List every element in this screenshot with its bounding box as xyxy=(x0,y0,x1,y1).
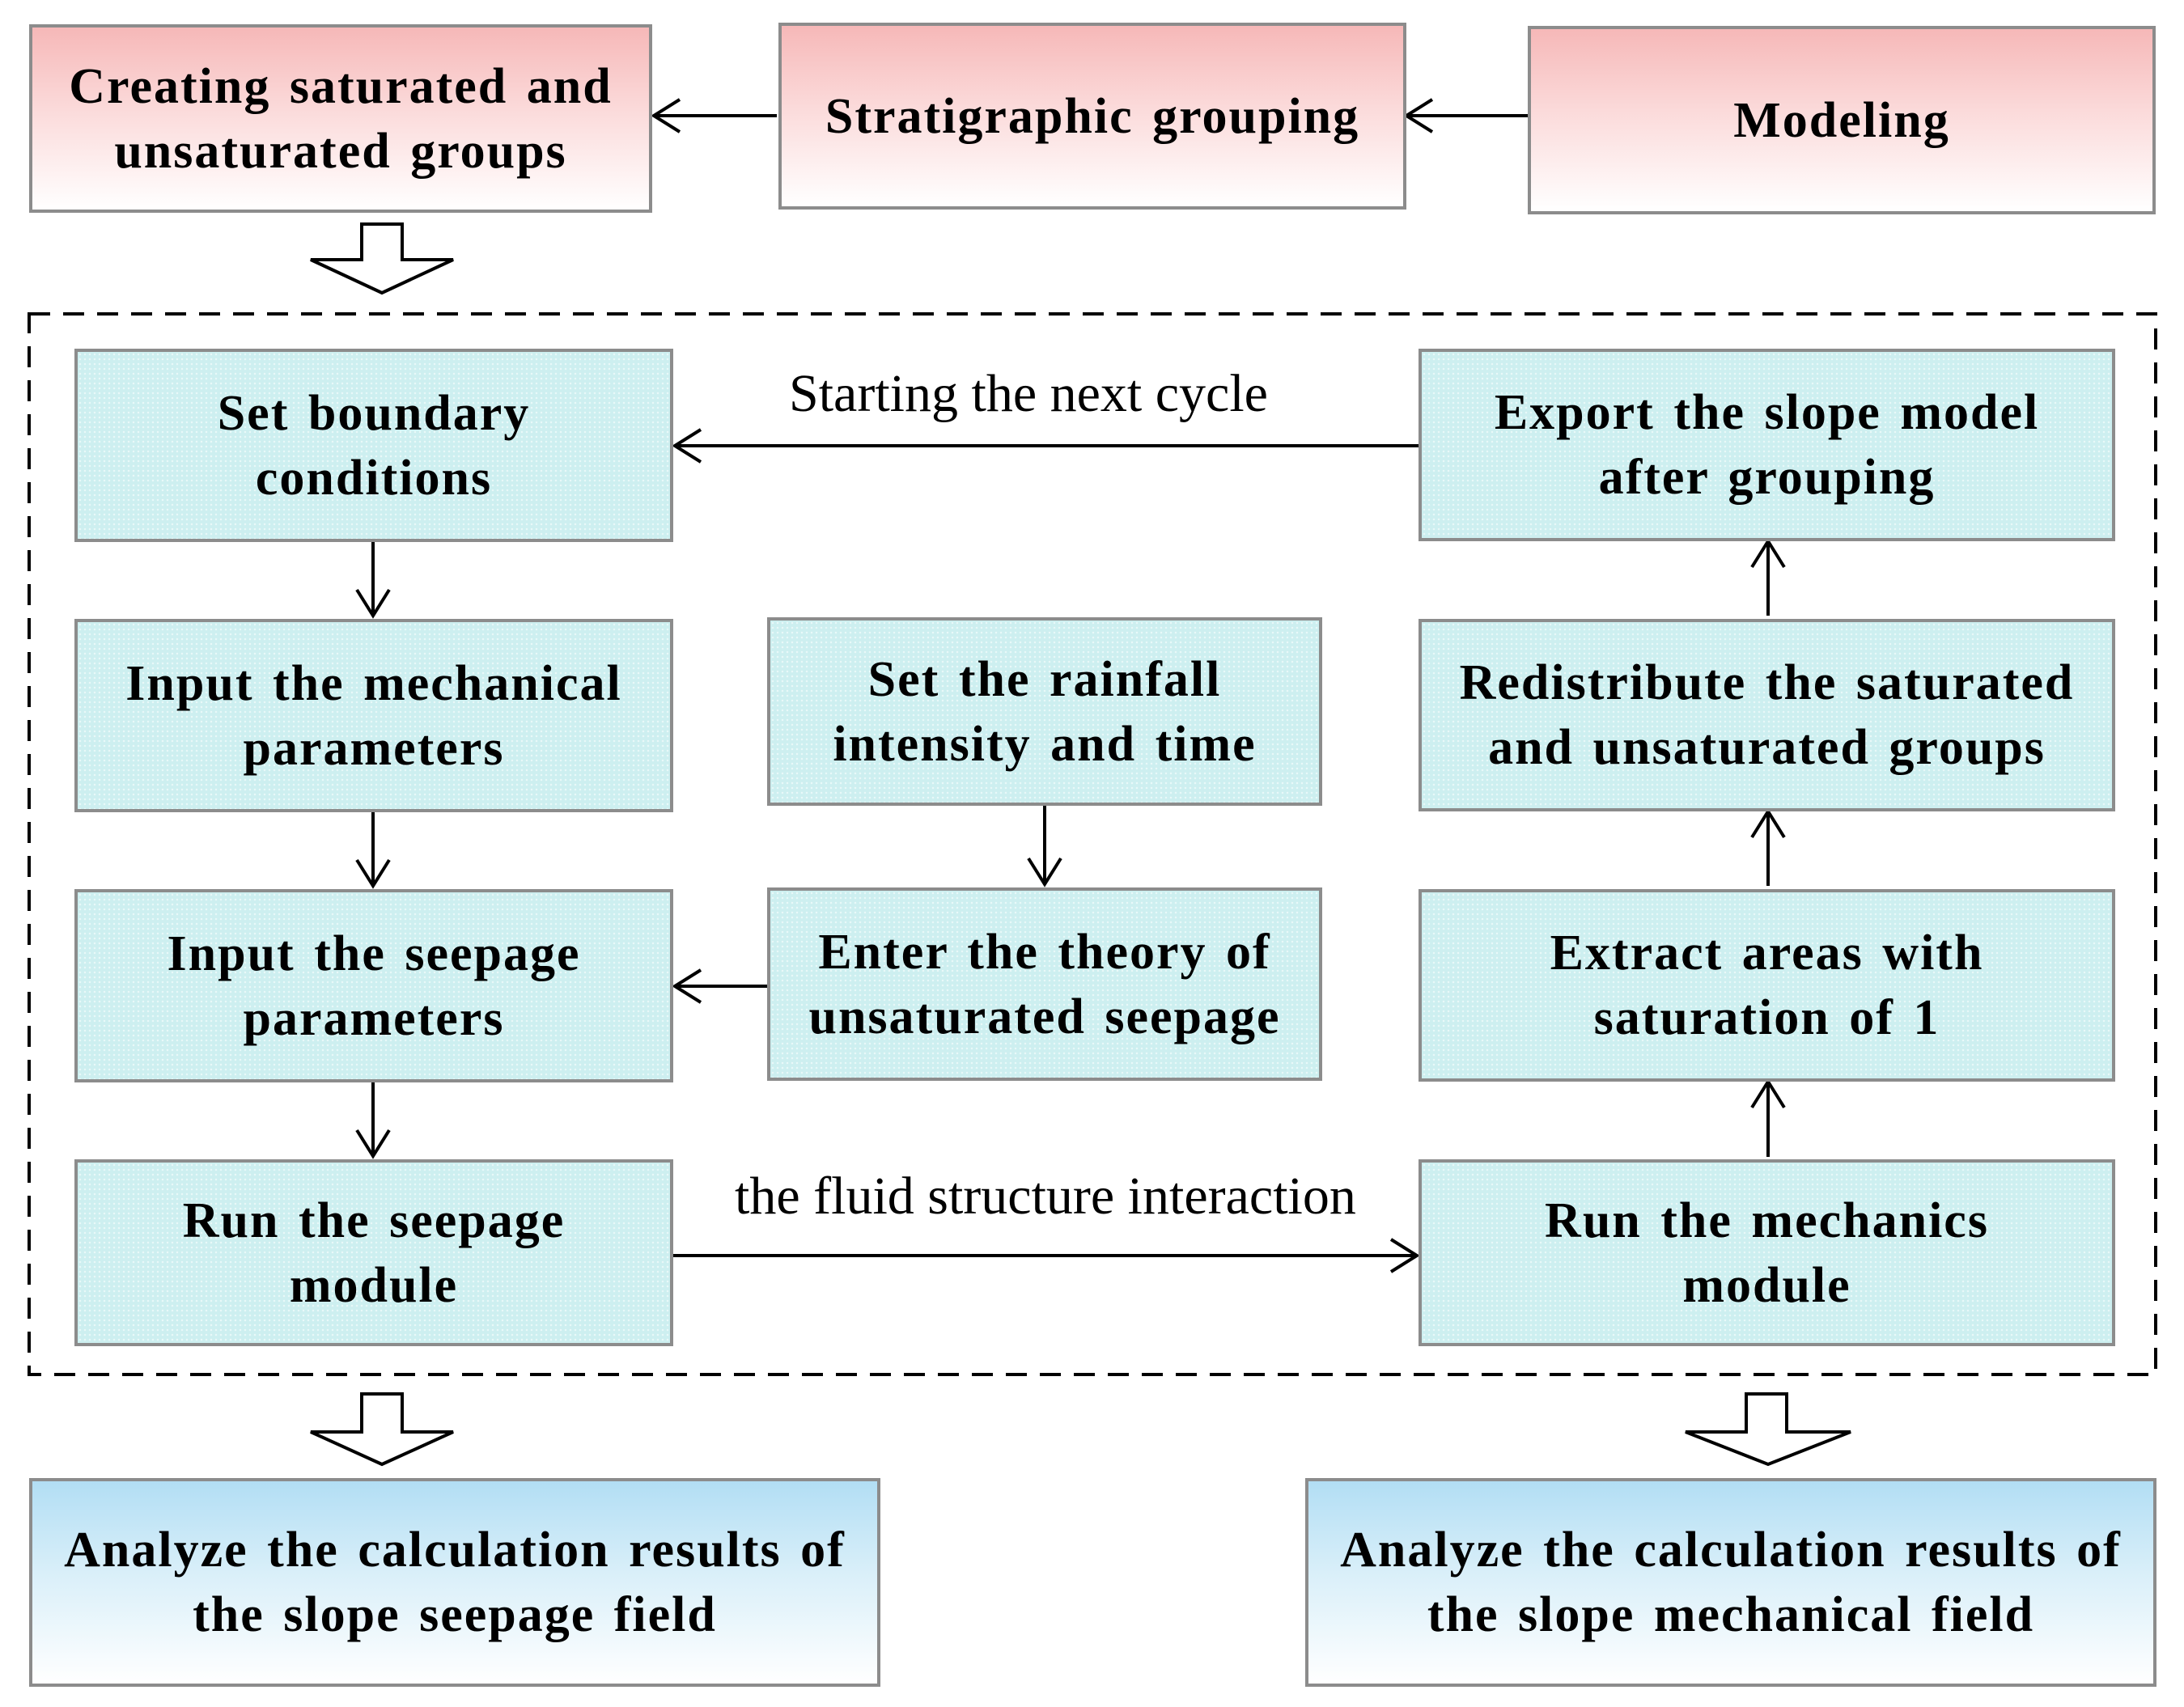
edge-label-next-cycle: Starting the next cycle xyxy=(789,364,1268,423)
node-redistribute-label: Redistribute the saturated and unsaturat… xyxy=(1459,655,2075,775)
arrow-mechanics-to-extract xyxy=(1750,1078,1786,1157)
arrow-theory-to-seepage-params xyxy=(672,968,767,1004)
arrow-fluid-structure-interaction xyxy=(673,1238,1420,1273)
arrow-redistribute-to-export xyxy=(1750,538,1786,616)
arrow-seepage-params-to-run-seepage xyxy=(355,1082,391,1159)
node-stratigraphic-grouping: Stratigraphic grouping xyxy=(778,23,1406,210)
node-run-mechanics-label: Run the mechanics module xyxy=(1545,1192,1989,1313)
arrow-modeling-to-grouping xyxy=(1403,98,1529,133)
node-export-slope-model-label: Export the slope model after grouping xyxy=(1494,385,2040,505)
hollow-arrow-to-mechanical-results xyxy=(1685,1392,1851,1467)
node-stratigraphic-grouping-label: Stratigraphic grouping xyxy=(825,88,1360,144)
node-set-rainfall-label: Set the rainfall intensity and time xyxy=(833,651,1257,772)
hollow-arrow-to-seepage-results xyxy=(310,1392,454,1467)
arrow-rainfall-to-theory xyxy=(1027,806,1062,887)
node-analyze-mechanical-field: Analyze the calculation results of the s… xyxy=(1305,1478,2156,1687)
node-input-mechanical-label: Input the mechanical parameters xyxy=(125,655,622,776)
node-modeling: Modeling xyxy=(1528,26,2156,214)
node-export-slope-model: Export the slope model after grouping xyxy=(1419,349,2115,541)
node-run-seepage-label: Run the seepage module xyxy=(182,1192,566,1313)
node-set-boundary-label: Set boundary conditions xyxy=(217,385,531,506)
arrow-boundary-to-mechanical xyxy=(355,542,391,619)
node-set-boundary-conditions: Set boundary conditions xyxy=(74,349,673,542)
node-enter-theory: Enter the theory of unsaturated seepage xyxy=(767,887,1322,1081)
node-enter-theory-label: Enter the theory of unsaturated seepage xyxy=(808,924,1281,1044)
node-input-mechanical-parameters: Input the mechanical parameters xyxy=(74,619,673,812)
node-analyze-seepage-label: Analyze the calculation results of the s… xyxy=(64,1523,846,1642)
node-extract-areas: Extract areas with saturation of 1 xyxy=(1419,889,2115,1082)
node-run-mechanics-module: Run the mechanics module xyxy=(1419,1159,2115,1346)
node-modeling-label: Modeling xyxy=(1733,92,1950,148)
edge-label-fluid-structure: the fluid structure interaction xyxy=(735,1167,1356,1226)
node-input-seepage-label: Input the seepage parameters xyxy=(167,926,581,1046)
node-run-seepage-module: Run the seepage module xyxy=(74,1159,673,1346)
arrow-grouping-to-creating-groups xyxy=(651,98,777,133)
node-analyze-mechanical-label: Analyze the calculation results of the s… xyxy=(1340,1523,2122,1642)
iteration-loop-frame xyxy=(28,312,2157,1376)
node-analyze-seepage-field: Analyze the calculation results of the s… xyxy=(29,1478,880,1687)
hollow-arrow-to-loop xyxy=(310,222,454,295)
node-redistribute-groups: Redistribute the saturated and unsaturat… xyxy=(1419,619,2115,811)
arrow-next-cycle xyxy=(672,428,1419,464)
node-input-seepage-parameters: Input the seepage parameters xyxy=(74,889,673,1082)
arrow-mechanical-to-seepage-params xyxy=(355,812,391,889)
node-creating-groups: Creating saturated and unsaturated group… xyxy=(29,24,652,213)
node-creating-groups-label: Creating saturated and unsaturated group… xyxy=(69,58,613,179)
node-set-rainfall: Set the rainfall intensity and time xyxy=(767,617,1322,806)
node-extract-areas-label: Extract areas with saturation of 1 xyxy=(1550,926,1984,1045)
arrow-extract-to-redistribute xyxy=(1750,808,1786,886)
